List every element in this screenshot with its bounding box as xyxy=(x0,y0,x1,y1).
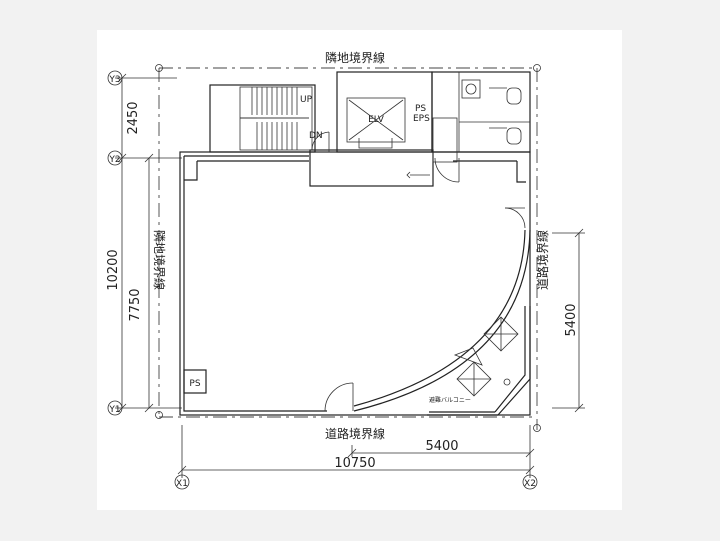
dim-y3-y2: 2450 xyxy=(126,101,141,134)
label-balcony: 避難バルコニー xyxy=(429,396,471,404)
label-ps-top: PS xyxy=(415,104,426,114)
doors xyxy=(324,207,526,412)
grid-bubble-x1 xyxy=(174,474,190,490)
label-ps-bottom: PS xyxy=(189,379,200,389)
dim-y2-y1: 10200 xyxy=(106,249,121,290)
upper-core xyxy=(209,71,531,187)
grid-bubble-y1 xyxy=(107,400,123,416)
boundary-label-top: 隣地境界線 xyxy=(325,50,385,65)
dim-left-inner: 7750 xyxy=(128,288,143,321)
grid-label-y1: Y1 xyxy=(108,405,120,415)
grid-bubbles xyxy=(107,70,538,490)
grid-bubble-y2 xyxy=(107,150,123,166)
floor-plan-drawing: 隣地境界線 道路境界線 隣地境界線 道路境界線 Y3 Y2 Y1 X1 X2 2… xyxy=(106,50,585,490)
dimension-lines xyxy=(115,73,585,478)
dim-bottom-total: 10750 xyxy=(334,456,375,471)
boundary-label-left: 隣地境界線 xyxy=(152,230,167,290)
balcony-equipment xyxy=(456,316,519,397)
grid-bubble-x2 xyxy=(522,474,538,490)
dim-right-vertical: 5400 xyxy=(564,303,579,336)
dim-bottom-partial: 5400 xyxy=(425,439,458,454)
label-stair-up: UP xyxy=(300,95,313,105)
label-eps: EPS xyxy=(413,114,430,124)
label-elevator: ELV xyxy=(368,115,385,125)
site-boundary-lines xyxy=(155,64,541,432)
grid-label-y3: Y3 xyxy=(108,75,120,85)
grid-bubble-y3 xyxy=(107,70,123,86)
ps-box xyxy=(183,369,207,394)
grid-label-x2: X2 xyxy=(524,479,536,489)
boundary-label-bottom: 道路境界線 xyxy=(325,426,385,441)
building-walls xyxy=(179,151,531,416)
label-stair-dn: DN xyxy=(309,131,323,141)
grid-label-y2: Y2 xyxy=(108,155,120,165)
boundary-label-right: 道路境界線 xyxy=(535,230,550,290)
floor-plan-sheet: 隣地境界線 道路境界線 隣地境界線 道路境界線 Y3 Y2 Y1 X1 X2 2… xyxy=(97,30,622,510)
grid-label-x1: X1 xyxy=(176,479,188,489)
